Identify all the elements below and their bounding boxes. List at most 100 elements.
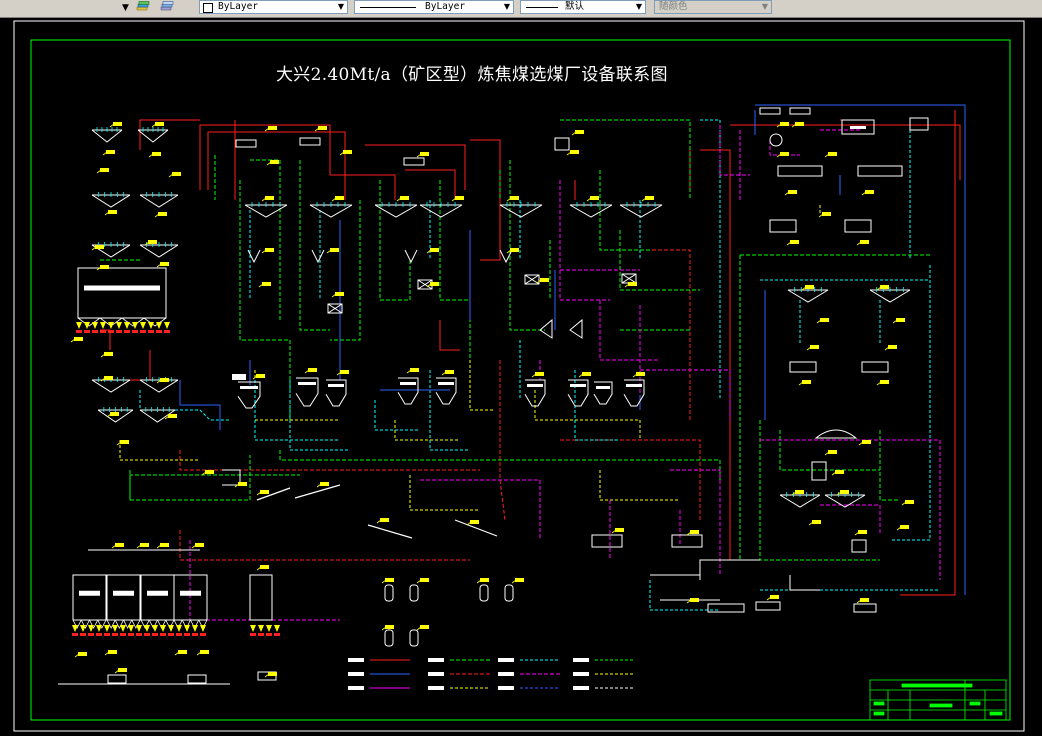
- cone-tank: [524, 379, 546, 407]
- flow-line: [619, 230, 700, 291]
- tag-leader: [100, 353, 106, 358]
- tag-leader: [798, 381, 804, 386]
- tag-leader: [156, 263, 162, 268]
- tag-leader: [896, 526, 902, 531]
- tag-leader: [624, 283, 630, 288]
- feeder-symbol: [152, 625, 158, 632]
- tag-leader: [816, 319, 822, 324]
- equipment-tag: [195, 543, 204, 547]
- tag-leader: [578, 373, 584, 378]
- feeder-symbol: [104, 625, 110, 632]
- equipment-tag: [100, 265, 109, 269]
- feeder-symbol: [156, 322, 162, 329]
- equipment-tag: [268, 672, 277, 676]
- feeder-motor: [140, 330, 146, 333]
- tag-leader: [506, 197, 512, 202]
- equipment-tag: [790, 240, 799, 244]
- equipment-tag: [155, 122, 164, 126]
- flow-line: [534, 390, 600, 421]
- equipment-tag: [110, 412, 119, 416]
- tag-leader: [174, 651, 180, 656]
- flow-line: [640, 369, 731, 420]
- tag-leader: [331, 293, 337, 298]
- feeder-motor: [152, 633, 158, 636]
- color-control-combo[interactable]: ByLayer ▼: [199, 0, 348, 14]
- layer-states-icon[interactable]: [136, 1, 150, 14]
- linetype-control-combo[interactable]: ByLayer ▼: [354, 0, 514, 14]
- tag-leader: [264, 673, 270, 678]
- equipment-tag: [420, 578, 429, 582]
- layer-previous-icon[interactable]: [160, 1, 174, 14]
- cone-tank: [237, 381, 261, 409]
- flow-line: [199, 409, 230, 421]
- chevron-down-icon[interactable]: ▼: [503, 2, 511, 11]
- tag-leader: [106, 413, 112, 418]
- flow-line: [299, 160, 330, 331]
- equipment-tag: [104, 376, 113, 380]
- feeder-symbol: [258, 625, 264, 632]
- flow-line: [499, 360, 506, 521]
- tank-label-bar: [438, 382, 454, 385]
- model-space-canvas[interactable]: 大兴2.40Mt/a（矿区型）炼焦煤选煤厂设备联系图: [0, 18, 1042, 736]
- equipment-tag: [178, 650, 187, 654]
- tag-leader: [426, 283, 432, 288]
- lineweight-control-combo[interactable]: 默认 ▼: [520, 0, 646, 14]
- tag-leader: [326, 249, 332, 254]
- chevron-down-icon[interactable]: ▼: [635, 2, 643, 11]
- equipment-tag: [862, 440, 871, 444]
- equipment-tag: [860, 598, 869, 602]
- feeder-symbol: [96, 625, 102, 632]
- drawing-svg[interactable]: [0, 18, 1042, 736]
- equipment-tag: [108, 650, 117, 654]
- flow-line: [199, 124, 331, 190]
- feeder-symbol: [100, 322, 106, 329]
- feeder-symbol: [80, 625, 86, 632]
- tag-leader: [784, 191, 790, 196]
- equipment-tag: [822, 212, 831, 216]
- tank-symbol: [811, 461, 827, 481]
- feeder-symbol: [108, 322, 114, 329]
- tag-leader: [396, 197, 402, 202]
- feeder-motor: [144, 633, 150, 636]
- belt-conveyor: [454, 519, 498, 537]
- equipment-tag: [260, 565, 269, 569]
- tag-leader: [858, 441, 864, 446]
- equipment-tag: [788, 190, 797, 194]
- feeder-symbol: [164, 322, 170, 329]
- feeder-symbol: [192, 625, 198, 632]
- chevron-down-icon[interactable]: ▼: [337, 2, 345, 11]
- equipment-tag: [256, 374, 265, 378]
- equipment-tag: [820, 318, 829, 322]
- equipment-tag: [320, 482, 329, 486]
- equipment-tag: [805, 285, 814, 289]
- tag-leader: [191, 544, 197, 549]
- bin-label-bar: [84, 285, 160, 291]
- flow-line: [330, 174, 396, 200]
- legend-key-bar: [573, 672, 589, 676]
- tag-leader: [511, 579, 517, 584]
- tag-leader: [201, 471, 207, 476]
- equipment-tag: [335, 292, 344, 296]
- equipment-tag: [840, 490, 849, 494]
- tag-leader: [861, 191, 867, 196]
- cone-tank: [567, 379, 589, 407]
- equipment-tag: [770, 595, 779, 599]
- equipment-tag: [455, 196, 464, 200]
- tag-leader: [876, 286, 882, 291]
- legend-key-bar: [498, 658, 514, 662]
- separator-cross: [327, 303, 343, 314]
- bin-outlet: [89, 619, 99, 629]
- screen-symbol: [137, 129, 169, 143]
- layer-dropdown-arrow-icon[interactable]: ▼: [122, 3, 129, 13]
- equipment-tag: [262, 282, 271, 286]
- equipment-tag: [200, 650, 209, 654]
- tag-leader: [116, 441, 122, 446]
- flow-line: [700, 119, 721, 400]
- flow-line: [470, 139, 501, 261]
- drum-symbol: [235, 139, 257, 148]
- tag-leader: [531, 373, 537, 378]
- tag-leader: [261, 249, 267, 254]
- tag-leader: [416, 579, 422, 584]
- equipment-tag: [888, 345, 897, 349]
- pump-box: [851, 539, 867, 553]
